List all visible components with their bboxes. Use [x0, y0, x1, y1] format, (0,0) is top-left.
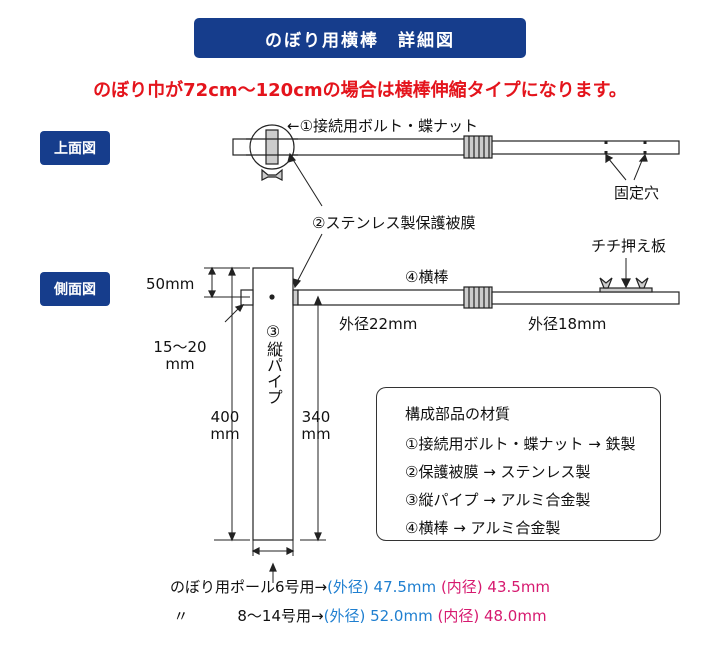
clamp-label: チチ押え板: [591, 237, 667, 255]
vertical-pipe-label: ③ 縦パイプ: [264, 322, 283, 405]
spec-row-8-14: 〃8～14号用→(外径) 52.0mm (内径) 48.0mm: [173, 607, 547, 625]
top-view-tag: 上面図: [40, 131, 110, 165]
spec-row-6: のぼり用ポール6号用→(外径) 47.5mm (内径) 43.5mm: [169, 578, 551, 596]
pipe-bolt-dot: [269, 294, 275, 300]
top-bar-right: [490, 140, 680, 155]
height-50-label: 50mm: [146, 275, 195, 293]
side-pipe: [252, 267, 294, 541]
notice-text: のぼり巾が72cm～120cmの場合は横棒伸縮タイプになります。: [93, 80, 627, 101]
range-15-20-label: 15～20 mm: [153, 338, 207, 373]
stainless-label: ②ステンレス製保護被膜: [312, 214, 476, 232]
fixing-hole-label: 固定穴: [614, 184, 660, 202]
side-bar-left: [297, 289, 465, 306]
material-item: ③縦パイプ → アルミ合金製: [405, 491, 591, 509]
bolt-label: ←①接続用ボルト・蝶ナット: [287, 117, 479, 135]
materials-box: 構成部品の材質 ①接続用ボルト・蝶ナット → 鉄製 ②保護被膜 → ステンレス製…: [376, 387, 661, 541]
page-title: のぼり用横棒 詳細図: [265, 30, 455, 51]
height-400-label: 400 mm: [210, 408, 240, 443]
material-item: ①接続用ボルト・蝶ナット → 鉄製: [405, 435, 636, 453]
top-sleeve: [463, 135, 493, 159]
side-view-tag: 側面図: [40, 272, 110, 306]
material-item: ②保護被膜 → ステンレス製: [405, 463, 591, 481]
title-banner: のぼり用横棒 詳細図: [194, 18, 526, 58]
od22-label: 外径22mm: [339, 315, 418, 333]
od18-label: 外径18mm: [528, 315, 607, 333]
top-wing-nut: [261, 168, 283, 181]
materials-heading: 構成部品の材質: [405, 405, 511, 423]
side-sleeve: [463, 286, 493, 309]
side-bar-right: [491, 291, 680, 305]
crossbar-label: ④横棒: [405, 268, 449, 286]
material-item: ④横棒 → アルミ合金製: [405, 519, 561, 537]
height-340-label: 340 mm: [301, 408, 331, 443]
side-collar: [292, 289, 299, 306]
